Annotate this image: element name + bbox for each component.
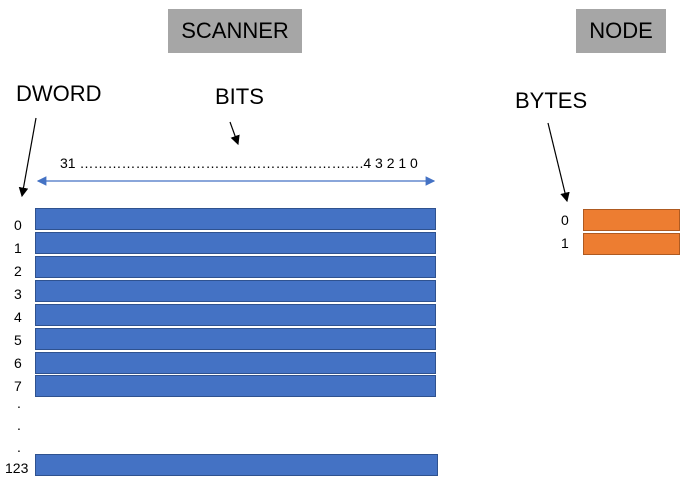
dword-index-last: 123 [5,460,29,476]
byte-index: 1 [561,235,569,251]
bits-arrow [229,121,240,146]
dword-row-2 [35,256,436,278]
ellipsis-dot: . [17,417,21,433]
scanner-header: SCANNER [168,9,302,53]
bytes-arrow [547,122,570,203]
dword-row-4 [35,304,436,326]
dword-index: 5 [14,332,22,348]
dword-index: 6 [14,355,22,371]
dword-row-123 [35,454,438,476]
dword-row-6 [35,352,436,374]
dword-index: 0 [14,217,22,233]
dword-row-1 [35,232,436,254]
scanner-title: SCANNER [181,18,289,43]
node-header: NODE [576,9,666,53]
bytes-label: BYTES [515,88,588,113]
dword-index: 7 [14,378,22,394]
byte-row-0 [583,209,680,231]
dword-label: DWORD [16,81,102,106]
dword-row-3 [35,280,436,302]
byte-index: 0 [561,212,569,228]
ellipsis-dot: . [17,439,21,455]
dword-row-5 [35,328,436,350]
dword-index: 2 [14,263,22,279]
byte-row-1 [583,233,680,255]
node-title: NODE [589,18,653,43]
dword-row-0 [35,208,436,230]
bits-label: BITS [215,84,264,109]
dword-index: 1 [14,240,22,256]
dword-index: 4 [14,309,22,325]
dword-arrow [18,117,37,198]
bit-range-label: 31 …………………………………………………….4 3 2 1 0 [60,155,418,171]
dword-row-7 [35,375,436,397]
ellipsis-dot: . [17,395,21,411]
dword-index: 3 [14,286,22,302]
